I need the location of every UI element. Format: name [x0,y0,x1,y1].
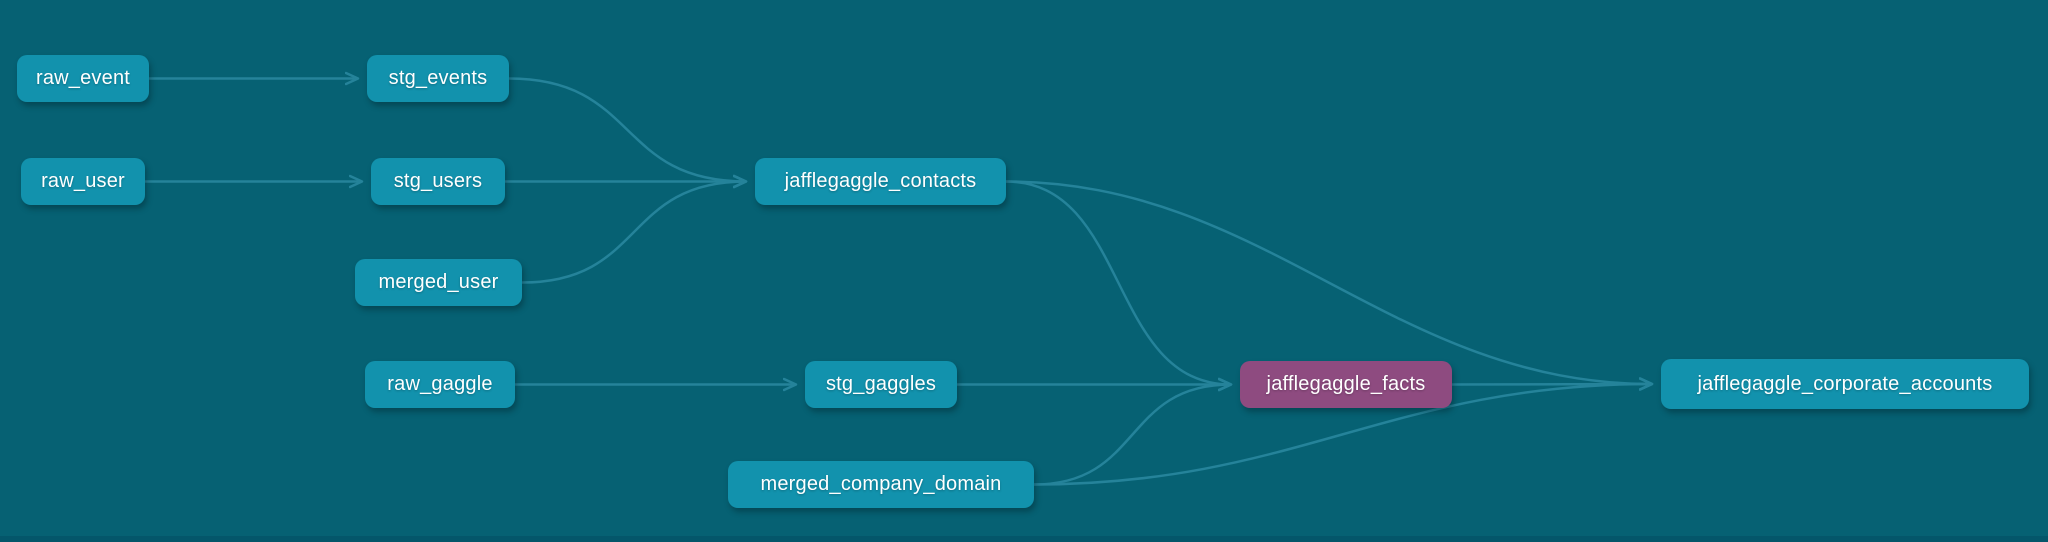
node-raw_event[interactable]: raw_event [17,55,149,102]
node-jafflegaggle_contacts[interactable]: jafflegaggle_contacts [755,158,1006,205]
node-label-stg_users: stg_users [393,170,483,192]
node-raw_user[interactable]: raw_user [21,158,145,205]
edge-merged_company_domain-to-jafflegaggle_corporate_accounts [1033,384,1652,486]
bottom-strip [0,536,2048,542]
node-merged_user[interactable]: merged_user [355,259,522,306]
edge-merged_company_domain-to-jafflegaggle_facts [1033,385,1231,486]
node-jafflegaggle_corporate_accounts[interactable]: jafflegaggle_corporate_accounts [1661,359,2029,409]
node-label-jafflegaggle_facts: jafflegaggle_facts [1266,373,1426,395]
node-label-stg_gaggles: stg_gaggles [825,373,937,395]
node-merged_company_domain[interactable]: merged_company_domain [728,461,1034,508]
node-label-merged_company_domain: merged_company_domain [760,473,1002,495]
edge-merged_user-to-jafflegaggle_contacts [521,182,746,284]
node-label-jafflegaggle_contacts: jafflegaggle_contacts [784,170,977,192]
edge-stg_events-to-jafflegaggle_contacts [508,77,746,182]
node-raw_gaggle[interactable]: raw_gaggle [365,361,515,408]
node-stg_gaggles[interactable]: stg_gaggles [805,361,957,408]
node-label-jafflegaggle_corporate_accounts: jafflegaggle_corporate_accounts [1697,372,1993,395]
node-label-raw_event: raw_event [35,67,131,89]
edge-jafflegaggle_contacts-to-jafflegaggle_corporate_accounts [1005,180,1652,385]
edge-group [145,77,1652,486]
node-label-raw_user: raw_user [41,170,125,192]
node-stg_events[interactable]: stg_events [367,55,509,102]
node-label-stg_events: stg_events [388,67,488,89]
node-label-merged_user: merged_user [378,271,499,293]
node-label-raw_gaggle: raw_gaggle [387,373,493,395]
node-stg_users[interactable]: stg_users [371,158,505,205]
edge-jafflegaggle_contacts-to-jafflegaggle_facts [1005,180,1231,385]
node-jafflegaggle_facts[interactable]: jafflegaggle_facts [1240,361,1452,408]
